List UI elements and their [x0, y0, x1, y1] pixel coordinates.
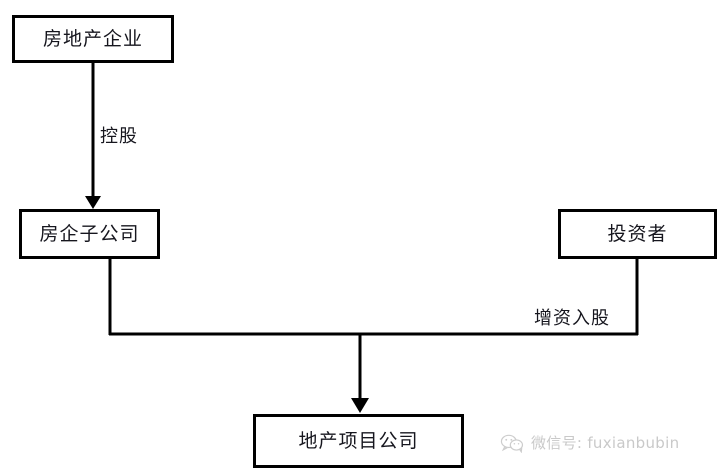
edge-label-holding: 控股 [100, 126, 138, 147]
edge-holding [85, 63, 101, 209]
node-label: 房地产企业 [42, 27, 143, 50]
watermark-text: 微信号: fuxianbubin [531, 434, 680, 452]
watermark: 微信号: fuxianbubin [500, 432, 679, 453]
node-project-company[interactable]: 地产项目公司 [253, 414, 464, 468]
node-label: 房企子公司 [39, 222, 140, 245]
node-label: 地产项目公司 [298, 429, 419, 452]
node-label: 投资者 [607, 222, 668, 245]
edge-label-capital-increase: 增资入股 [534, 308, 610, 329]
edge-to-project [351, 334, 369, 413]
wechat-icon [500, 433, 524, 453]
node-investor[interactable]: 投资者 [558, 209, 717, 259]
node-real-estate-enterprise[interactable]: 房地产企业 [12, 15, 174, 63]
node-developer-subsidiary[interactable]: 房企子公司 [19, 209, 160, 259]
